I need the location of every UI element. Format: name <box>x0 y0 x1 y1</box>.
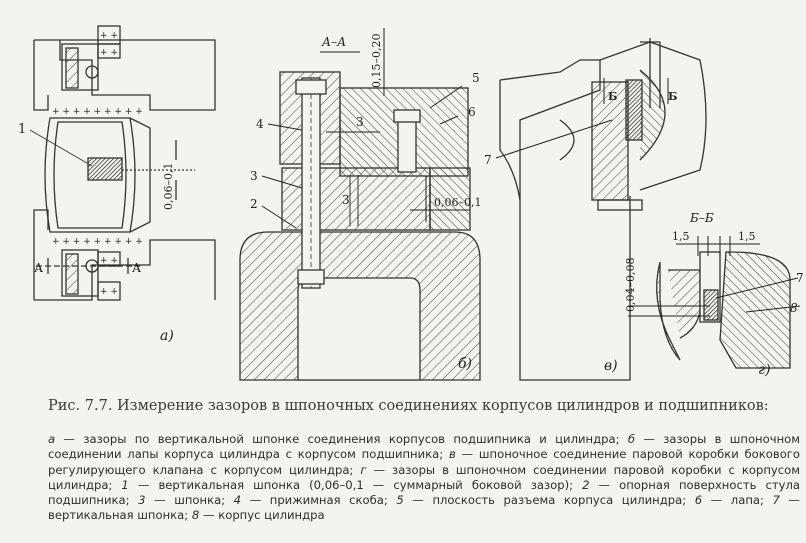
caption-key-g: г <box>360 462 367 477</box>
svg-text:+ + + + + + + + +: + + + + + + + + + <box>52 237 143 247</box>
panel-b-leaders <box>261 28 470 229</box>
caption-text-v: — шпоночное соединение паровой коробки б… <box>48 447 800 477</box>
figure-caption-title: Рис. 7.7. Измерение зазоров в шпоночных … <box>48 398 769 414</box>
callout-4: 4 <box>256 117 264 131</box>
panel-label-v: в) <box>604 358 618 374</box>
panel-v-drawing <box>499 38 707 381</box>
dim-b-top-gap: 0,15–0,20 <box>370 34 383 88</box>
dim-b-key-3: 3 <box>356 115 364 129</box>
svg-text:+ +: + + <box>100 256 118 266</box>
callout-2: 2 <box>250 197 258 211</box>
section-marker-a-right: А <box>132 261 141 275</box>
caption-key-7: 7 <box>772 493 780 508</box>
section-marker-b-left: Б <box>608 90 617 103</box>
caption-text-7: — вертикальная шпонка; <box>48 493 801 523</box>
panel-a-drawing: + + + + + + + + + + + + + + + + + + + + … <box>29 25 216 301</box>
caption-text-8: — корпус цилиндра <box>199 508 325 523</box>
panel-v-leaders <box>495 78 669 159</box>
panel-b-drawing <box>239 71 481 381</box>
caption-text-1: — вертикальная шпонка (0,06–0,1 — суммар… <box>128 477 583 492</box>
dim-g-vertical: 0,04–0,08 <box>624 258 637 312</box>
section-title-aa: А–А <box>321 35 346 49</box>
caption-key-2: 2 <box>582 477 590 492</box>
section-title-bb: Б–Б <box>689 211 714 225</box>
panel-g-drawing <box>656 251 791 369</box>
figure-caption-body: а — зазоры по вертикальной шпонке соедин… <box>48 432 800 524</box>
caption-text-5: — плоскость разъема корпуса цилиндра; <box>403 493 695 508</box>
dim-b-side-gap: 0,06–0,1 <box>434 196 482 209</box>
panel-label-g: г) <box>758 362 771 378</box>
section-marker-b-right: Б <box>668 90 677 103</box>
svg-text:+ +: + + <box>100 287 118 297</box>
callout-5: 5 <box>472 71 480 85</box>
svg-text:+ + + + + + + + +: + + + + + + + + + <box>52 107 143 117</box>
caption-text-b: — зазоры в шпоночном соединении лапы кор… <box>48 432 800 462</box>
caption-text-4: — прижимная скоба; <box>241 493 397 508</box>
caption-text-6: — лапа; <box>702 493 773 508</box>
section-marker-a-left: А <box>34 261 43 275</box>
panel-label-b: б) <box>458 356 472 372</box>
callout-3: 3 <box>250 169 258 183</box>
dim-g-right: 1,5 <box>738 230 756 243</box>
figure-drawing: + + + + + + + + + + + + + + + + + + + + … <box>18 25 804 381</box>
caption-key-5: 5 <box>396 493 404 508</box>
callout-7-v: 7 <box>484 153 492 167</box>
panel-label-a: а) <box>160 328 174 344</box>
caption-text-3: — шпонка; <box>145 493 234 508</box>
caption-key-4: 4 <box>233 493 242 508</box>
callout-8: 8 <box>790 301 798 315</box>
dim-b-key-3b: 3 <box>342 193 350 207</box>
callout-1: 1 <box>18 122 26 137</box>
caption-key-b: б <box>627 432 635 446</box>
caption-key-6: 6 <box>694 493 703 508</box>
callout-6: 6 <box>468 105 476 119</box>
caption-text-2: — опорная поверхность стула подшипника; <box>48 477 800 508</box>
caption-key-1: 1 <box>121 477 129 492</box>
panel-g-leaders <box>628 236 801 317</box>
caption-text-a: — зазоры по вертикальной шпонке соединен… <box>55 432 628 446</box>
caption-key-v: в <box>448 447 456 462</box>
callout-7-g: 7 <box>796 271 804 285</box>
svg-text:+ +: + + <box>100 31 118 41</box>
caption-key-a: а <box>48 432 56 446</box>
dim-a-gap: 0,06–0,1 <box>162 163 175 211</box>
dim-g-left: 1,5 <box>672 230 690 243</box>
svg-text:+ +: + + <box>100 48 118 58</box>
caption-key-3: 3 <box>138 493 146 508</box>
technical-figure: + + + + + + + + + + + + + + + + + + + + … <box>18 25 804 381</box>
caption-text-g: — зазоры в шпоночном соединении паровой … <box>48 462 800 492</box>
caption-key-8: 8 <box>191 508 200 523</box>
